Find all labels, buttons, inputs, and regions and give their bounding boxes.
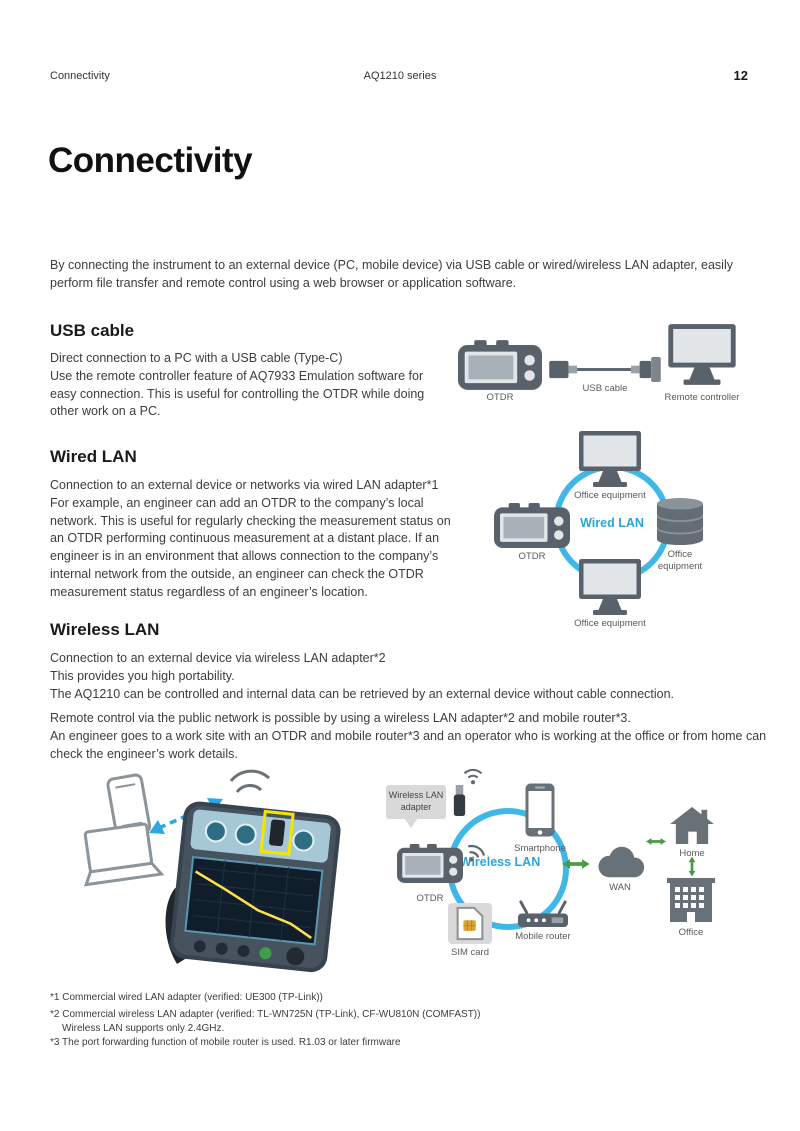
home-label: Home [679,848,705,859]
wireless-adapter-callout: Wireless LAN adapter [386,785,446,819]
wireless-lan-network-label: Wireless LAN [459,855,541,869]
wired-lan-network-label: Wired LAN [580,516,644,530]
intro-paragraph: By connecting the instrument to an exter… [50,258,733,290]
usb-otdr-label: OTDR [486,392,514,403]
usb-cable-label: USB cable [582,383,628,394]
wireless-paragraph-1: Connection to an external device via wir… [50,651,675,701]
footnote-1: *1 Commercial wired LAN adapter (verifie… [50,992,323,1003]
mobile-router-label: Mobile router [515,931,571,942]
otdr-device [170,801,341,973]
wifi-signal-icon [229,769,271,793]
network-arrow-icon [562,858,590,870]
sim-card-icon [456,906,484,941]
footnote-3: *3 The port forwarding function of mobil… [50,1037,401,1048]
footnote-2: *2 Commercial wireless LAN adapter (veri… [50,1009,481,1020]
monitor-icon [578,430,642,488]
wired-right-label: Office equipment [657,549,703,572]
wifi-signal-icon [462,766,484,785]
adapter-highlight-box [259,809,295,856]
smartphone-label: Smartphone [514,843,566,854]
usb-cable-icon [549,357,661,382]
running-header-left: Connectivity [50,70,110,82]
wan-label: WAN [609,882,631,893]
wired-section-heading: Wired LAN [50,447,137,466]
usb-section-heading: USB cable [50,321,135,340]
network-arrow-icon [646,837,666,846]
office-label: Office [678,927,704,938]
usb-dongle-icon [451,785,468,817]
sim-card-label: SIM card [450,947,489,958]
page-number: 12 [733,68,748,83]
office-building-icon [666,876,716,922]
monitor-icon [667,323,737,386]
wired-bottom-label: Office equipment [574,618,646,629]
smartphone-icon [525,783,555,837]
wired-otdr-label: OTDR [518,551,546,562]
monitor-icon [578,558,642,616]
footnote-2-continued: Wireless LAN supports only 2.4GHz. [62,1023,225,1034]
page-title: Connectivity [48,141,253,180]
usb-controller-label: Remote controller [664,392,740,403]
usb-section-body: Direct connection to a PC with a USB cab… [50,351,425,419]
otdr-icon [494,503,570,548]
wireless-section-heading: Wireless LAN [50,620,160,639]
wired-section-body: Connection to an external device or netw… [50,478,451,599]
otdr-photo-illustration [83,769,341,973]
home-icon [670,806,714,844]
server-stack-icon [653,498,707,546]
wan-cloud-icon [591,845,649,879]
wireless-paragraph-2: Remote control via the public network is… [50,711,767,761]
laptop-icon [83,822,165,887]
network-arrow-icon [688,857,697,877]
mobile-router-icon [517,899,569,928]
wired-top-label: Office equipment [574,490,646,501]
running-header-center: AQ1210 series [363,70,437,82]
callout-pointer [404,818,418,828]
wireless-otdr-label: OTDR [416,893,444,904]
otdr-icon [458,340,542,390]
otdr-icon [397,844,463,883]
